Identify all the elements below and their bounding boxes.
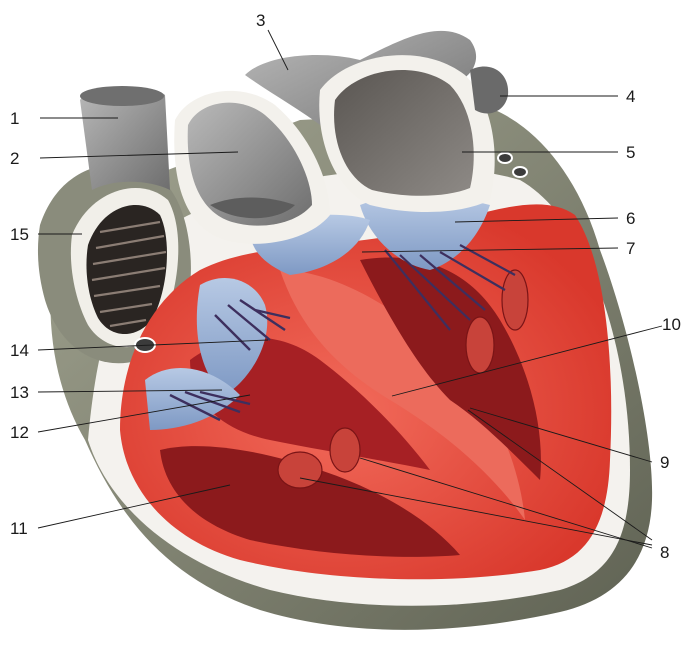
- interventricular-septum: [280, 270, 525, 520]
- number-labels: 1 2 3 4 5 6 7 8 9 10 11 12 13 14 15: [10, 11, 681, 562]
- aortic-valve-cusp: [210, 197, 295, 219]
- label-1: 1: [10, 109, 19, 128]
- pulmonary-vein-stub: [470, 66, 509, 114]
- tricuspid-valve-leaflet-septal: [145, 368, 240, 430]
- label-11: 11: [10, 519, 28, 538]
- superior-vena-cava: [80, 86, 170, 190]
- label-4: 4: [626, 87, 635, 106]
- superior-vena-cava-rim: [80, 86, 164, 106]
- label-5: 5: [626, 143, 635, 162]
- label-15: 15: [10, 225, 29, 244]
- right-ventricle-trabeculae: [160, 446, 460, 557]
- label-2: 2: [10, 149, 19, 168]
- label-12: 12: [10, 423, 29, 442]
- pectinate-muscle-cavity: [86, 205, 167, 335]
- pulmonary-vein-openings: [497, 152, 528, 178]
- label-3: 3: [256, 11, 265, 30]
- label-9: 9: [660, 453, 669, 472]
- left-atrium-cavity: [334, 69, 474, 196]
- label-13: 13: [10, 383, 29, 402]
- left-ventricle-trabeculae: [360, 257, 541, 480]
- pectinate-ridges: [91, 220, 167, 328]
- aorta-lumen: [187, 102, 312, 226]
- label-8: 8: [660, 543, 669, 562]
- papillary-muscles: [277, 269, 529, 489]
- label-10: 10: [662, 315, 681, 334]
- label-14: 14: [10, 341, 29, 360]
- label-7: 7: [626, 239, 635, 258]
- label-6: 6: [626, 209, 635, 228]
- leader-lines: [37, 29, 663, 549]
